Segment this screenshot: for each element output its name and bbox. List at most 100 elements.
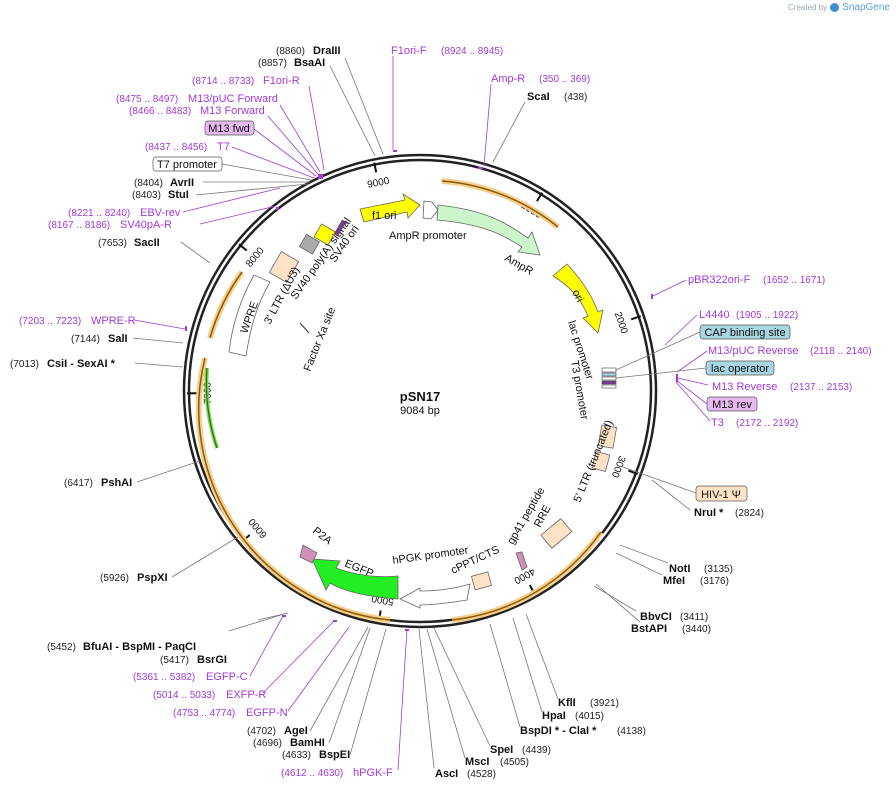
enzyme-name[interactable]: SpeI [490,744,513,756]
lacop-box[interactable] [705,360,775,376]
ori-arrow[interactable] [552,263,604,334]
enzyme-name[interactable]: StuI [168,189,189,201]
hiv-label: HIV-1 Ψ [701,489,741,501]
cppt-box[interactable] [470,571,492,591]
leader-t3 [675,381,711,422]
rre-box[interactable] [540,517,573,549]
m13rev-box[interactable] [706,396,758,412]
enzyme-name[interactable]: BspEI [319,749,350,761]
enzyme-name[interactable]: BsaAI [294,57,325,69]
enzyme-name[interactable]: MscI [465,756,489,768]
tick-label: 2000 [612,311,630,336]
primer-name[interactable]: EBV-rev [140,207,181,219]
t7promoter-box[interactable] [152,156,223,172]
enzyme-name[interactable]: AscI [435,768,458,780]
f1ori-arrow[interactable] [359,193,421,223]
primer-name[interactable]: L4440 [699,309,730,321]
primer-mark-wpre-r[interactable] [185,326,187,331]
lac-element-2[interactable] [601,372,617,377]
primer-name[interactable]: hPGK-F [353,767,393,779]
orf-arc-green-line [205,367,218,449]
enzyme-pos: (3440) [682,624,711,635]
primer-name[interactable]: EGFP-N [246,707,288,719]
primer-name[interactable]: T7 [217,141,230,153]
plasmid-name: pSN17 [400,389,440,404]
enzyme-name[interactable]: BamHI [290,737,325,749]
enzyme-name[interactable]: HpaI [542,710,566,722]
enzyme-name[interactable]: SalI [108,333,128,345]
primer-mark-f1ori-f[interactable] [393,150,397,152]
enzyme-name[interactable]: CsiI - SexAI * [47,358,116,370]
primer-mark-ebv[interactable] [276,207,279,210]
leader-hpai [512,617,543,713]
primer-name[interactable]: WPRE-R [91,315,136,327]
leader-t7 [231,146,315,179]
enzyme-name[interactable]: BspDI * - ClaI * [520,725,597,737]
primer-name[interactable]: SV40pA-R [120,219,172,231]
primer-name[interactable]: Amp-R [491,73,525,85]
primer-name[interactable]: M13/pUC Reverse [708,345,798,357]
primer-mark-exfp-r[interactable] [333,620,337,622]
enzyme-name[interactable]: PshAI [101,477,132,489]
enzyme-name[interactable]: AvrII [170,177,194,189]
m13fwd-box[interactable] [204,120,255,136]
cap-box[interactable] [699,324,791,340]
enzyme-name[interactable]: KflI [558,697,576,709]
ampr-arrow[interactable] [436,204,541,256]
primer-mark-amp-r[interactable] [478,167,483,169]
enzyme-name[interactable]: AgeI [284,725,308,737]
primer-pos: (5014 .. 5033) [153,690,215,701]
enzyme-name[interactable]: PspXI [137,572,168,584]
sv40polya-box[interactable] [298,233,320,255]
primer-mark-egfp-c[interactable] [282,615,286,617]
p2a-box[interactable] [299,544,318,564]
enzyme-name[interactable]: ScaI [527,91,550,103]
snapgene-logo-icon [830,3,840,12]
hiv-box[interactable] [695,485,748,502]
leader-exfp-r [262,620,335,694]
enzyme-name[interactable]: BstAPI [631,623,667,635]
enzyme-pos: (4633) [282,750,311,761]
primer-name[interactable]: M13/pUC Forward [188,93,278,105]
primer-name[interactable]: F1ori-F [391,45,427,57]
lac-element-5[interactable] [601,384,617,389]
primer-name[interactable]: EGFP-C [206,671,248,683]
primer-name[interactable]: F1ori-R [263,75,300,87]
leader-sacii [180,241,211,264]
primer-name[interactable]: T3 [711,417,724,429]
primer-mark-m13-reverse[interactable] [676,374,678,382]
wpre-box[interactable] [228,274,271,357]
factorxa-mark[interactable] [299,322,310,334]
t7-element[interactable] [333,219,347,237]
enzyme-name[interactable]: MfeI [663,575,685,587]
enzyme-name[interactable]: BsrGI [197,654,227,666]
ltr3-box[interactable] [268,251,300,283]
primer-pos: (8475 .. 8497) [116,94,178,105]
lac-element-1[interactable] [601,367,617,373]
enzyme-name[interactable]: BfuAI - BspMI - PaqCI [83,641,196,653]
primer-pos: (8714 .. 8733) [192,76,254,87]
enzyme-name[interactable]: SacII [134,237,160,249]
enzyme-name[interactable]: NotI [669,563,690,575]
primer-name[interactable]: M13 Reverse [712,381,777,393]
primer-mark-m13[interactable] [318,174,323,179]
primer-pos: (8167 .. 8186) [48,220,110,231]
lac-element-3[interactable] [601,376,617,381]
amppromoter-arrow[interactable] [422,200,439,220]
enzyme-name[interactable]: DraIII [313,45,341,57]
primer-pos: (8924 .. 8945) [441,46,503,57]
ltr5-label: 5' LTR (truncated) [572,419,616,505]
lac-element-4[interactable] [601,380,617,385]
hpgk-arrow[interactable] [399,583,471,609]
primer-name[interactable]: EXFP-R [226,689,266,701]
sv40ori-box[interactable] [313,223,336,246]
ltr5-box-1[interactable] [597,424,618,449]
primer-name[interactable]: M13 Forward [200,105,265,117]
enzyme-name[interactable]: NruI * [694,507,724,519]
primer-mark-pbr322ori-f[interactable] [651,294,653,299]
egfp-arrow[interactable] [311,558,399,600]
ltr5-box-2[interactable] [591,450,611,472]
enzyme-name[interactable]: BbvCI [640,611,672,623]
primer-name[interactable]: pBR322ori-F [688,274,751,286]
gp41-box[interactable] [515,551,528,571]
